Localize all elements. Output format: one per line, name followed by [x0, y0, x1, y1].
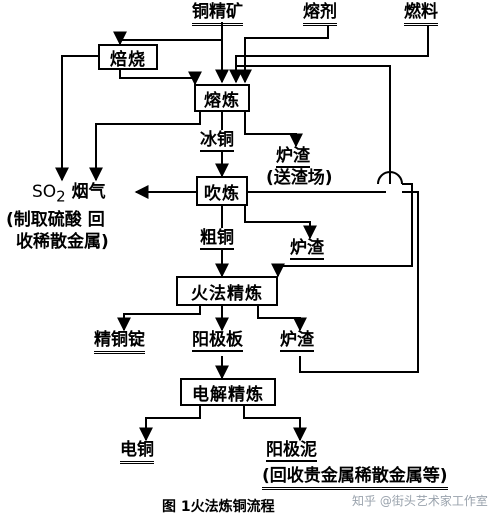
label-cast-copper: 精铜锭 [94, 330, 145, 354]
edge-firerefine-slag [257, 306, 307, 332]
edge-flux-smelting [238, 26, 329, 84]
edge-hump-continue [271, 183, 413, 278]
so2-prefix: SO [32, 182, 57, 202]
edge-smelting-smoke [89, 112, 201, 182]
label-slag-2: 炉渣 [290, 238, 324, 260]
label-anode-plate: 阳极板 [192, 330, 243, 352]
input-copper-concentrate: 铜精矿 [192, 2, 243, 26]
label-blister-copper: 粗铜 [200, 228, 234, 250]
edge-roasting-smoke [55, 55, 98, 182]
smoke-note-line-2: 收稀散金属) [16, 232, 109, 252]
label-slag-1: 炉渣 [276, 146, 310, 168]
label-slag-1-note: (送渣场) [266, 168, 333, 188]
label-anode-slime: 阳极泥 [266, 440, 317, 462]
edge-slag-return-smelting [236, 65, 391, 184]
smoke-note-line-1: (制取硫酸 回 [6, 210, 105, 230]
edge-crossing-hump [377, 171, 403, 185]
edge-slag3-return [299, 191, 419, 373]
edge-converting-slag [244, 206, 317, 240]
label-so2-smoke: SO2 烟气 [32, 182, 106, 206]
edge-concentrate-roasting [113, 31, 222, 46]
box-fire-refining: 火法精炼 [176, 276, 278, 306]
box-converting: 吹炼 [196, 176, 248, 206]
label-matte: 冰铜 [200, 130, 234, 152]
input-fuel: 燃料 [404, 2, 438, 26]
label-slag-3: 炉渣 [280, 330, 314, 352]
edge-roasting-smelting [119, 70, 202, 86]
watermark: 知乎 @街头艺术家工作室 [352, 494, 488, 508]
edge-fuel-smelting [229, 26, 429, 84]
so2-subscript: 2 [56, 187, 66, 206]
smoke-suffix: 烟气 [65, 182, 106, 202]
label-anode-slime-note: (回收贵金属稀散金属等) [262, 466, 448, 490]
figure-caption: 图 1火法炼铜流程 [162, 499, 275, 515]
label-cathode-copper: 电铜 [120, 440, 154, 464]
box-smelting: 熔炼 [194, 84, 250, 112]
box-roasting: 焙烧 [98, 44, 158, 70]
edge-electrolysis-cathode [139, 406, 201, 442]
input-flux: 熔剂 [303, 2, 337, 26]
box-electrolytic-refining: 电解精炼 [180, 378, 276, 406]
edge-smelting-slag [244, 112, 303, 148]
edge-electrolysis-slime [243, 406, 307, 442]
edge-firerefine-cast [117, 306, 201, 332]
